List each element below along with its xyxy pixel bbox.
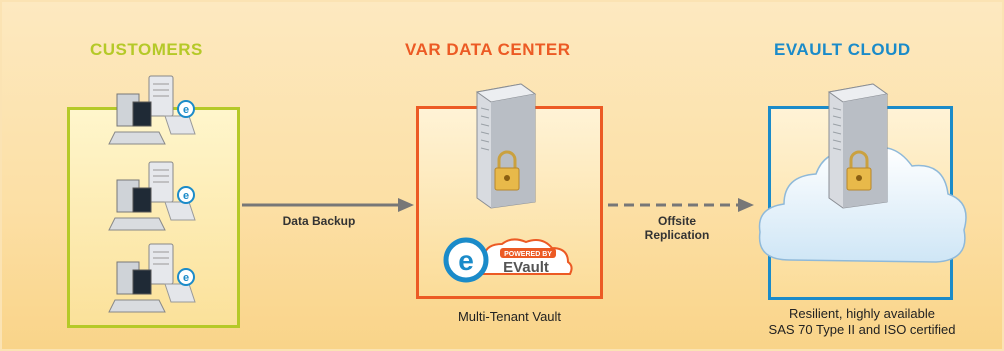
evault-badge-icon: e [177,186,195,204]
data-backup-arrow [242,198,414,212]
evault-badge-icon: e [177,100,195,118]
multi-tenant-vault-caption: Multi-Tenant Vault [457,309,562,324]
offsite-replication-label-line2: Replication [644,228,710,242]
offsite-replication-label-line1: Offsite [657,214,696,228]
customer-workstation-2: e [108,161,196,231]
cloud-server-rack-icon [827,83,889,209]
svg-text:e: e [183,272,189,284]
server-rack-icon [148,161,174,203]
powered-by-text: POWERED BY [504,251,552,258]
evault-brand-text: EVault [503,259,549,276]
cloud-caption-line2: SAS 70 Type II and ISO certified [768,322,956,337]
padlock-icon [846,150,872,191]
server-rack-icon [148,75,174,117]
svg-text:e: e [183,104,189,116]
svg-text:e: e [183,190,189,202]
data-backup-label: Data Backup [282,214,356,228]
customers-heading: CUSTOMERS [90,40,203,59]
customer-workstation-1: e [108,75,196,145]
var-server-rack-icon [475,83,537,209]
var-data-center-heading: VAR DATA CENTER [405,40,571,59]
desktop-computer-icon [108,261,196,313]
customer-workstation-3: e [108,243,196,313]
desktop-computer-icon [108,93,196,145]
evault-cloud-heading: EVAULT CLOUD [774,40,911,59]
evault-badge-letter: e [458,245,474,276]
padlock-icon [494,150,520,191]
evault-badge-icon: e [177,268,195,286]
offsite-replication-label: Offsite Replication [622,214,732,242]
cloud-caption-line1: Resilient, highly available [789,306,935,321]
server-rack-icon [148,243,174,285]
desktop-computer-icon [108,179,196,231]
powered-by-evault-logo: e POWERED BY EVault [443,237,573,283]
offsite-replication-arrow [608,198,754,212]
cloud-caption: Resilient, highly available SAS 70 Type … [742,306,982,338]
